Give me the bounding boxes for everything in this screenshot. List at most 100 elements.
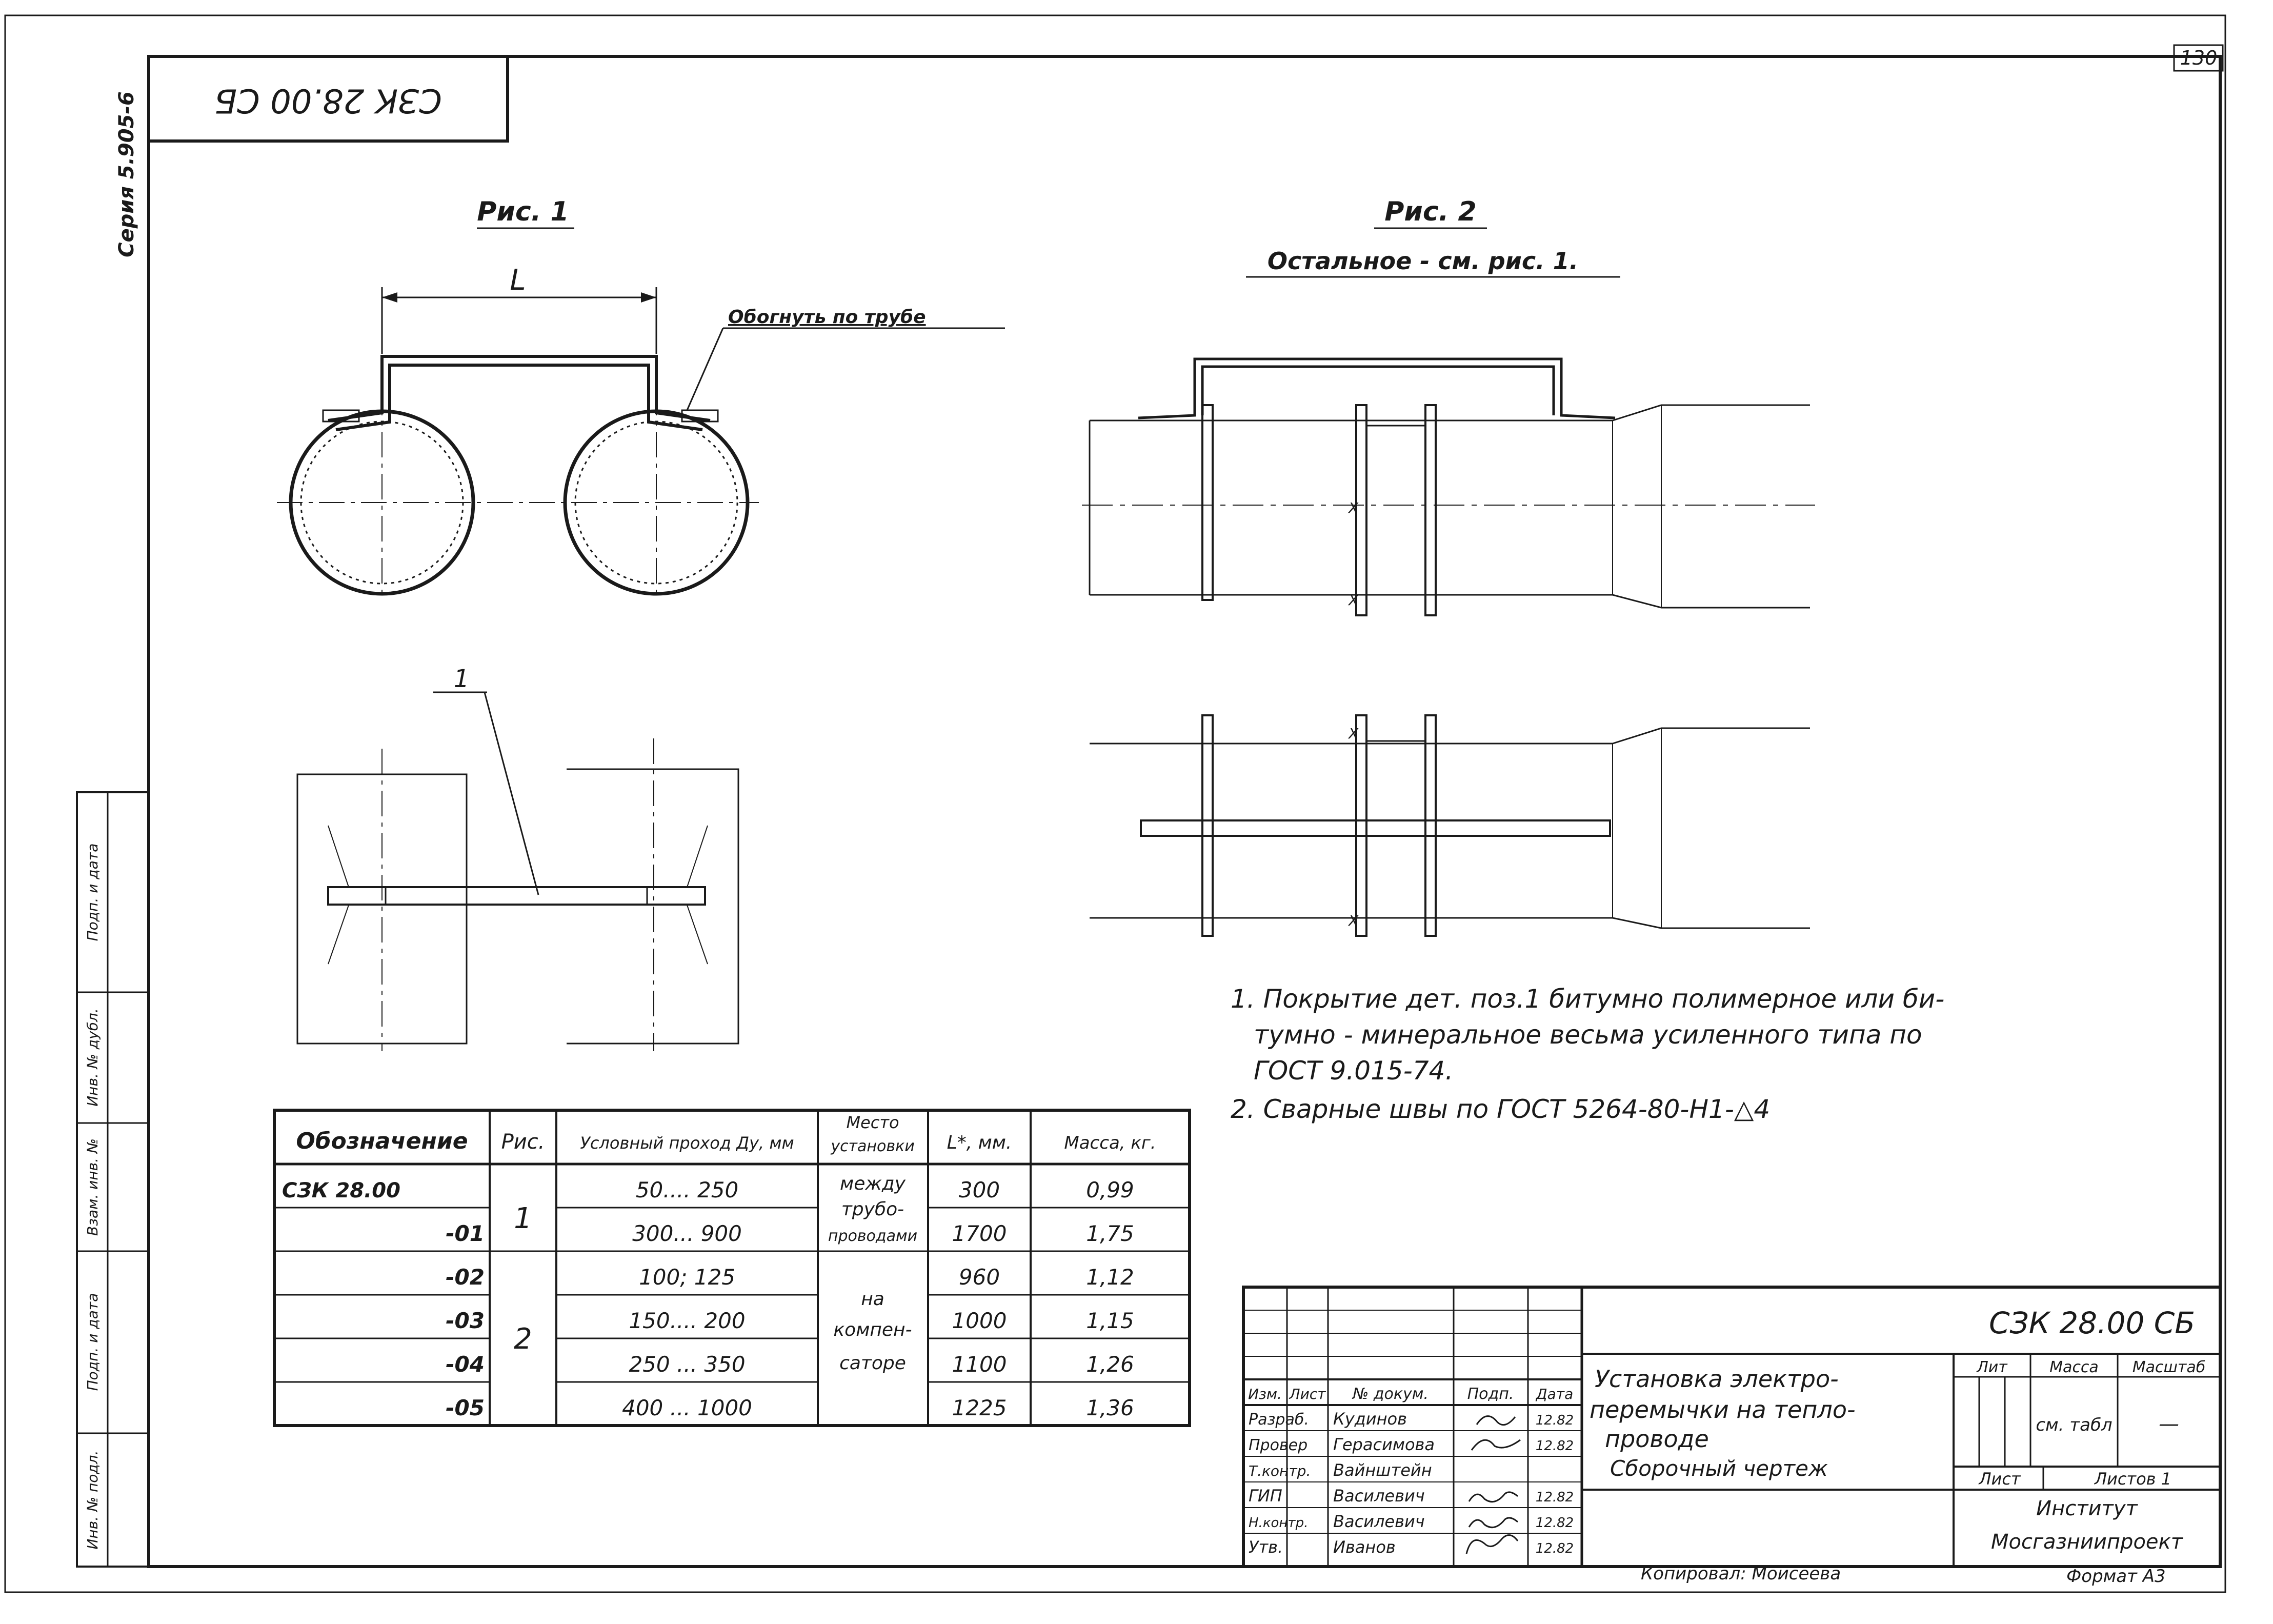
fig1-position: 1 xyxy=(454,665,470,693)
fig1-callout: Обогнуть по трубе xyxy=(728,307,926,328)
tb-title-line-2: перемычки на тепло- xyxy=(1590,1396,1856,1423)
cell-nominal-bore: 250 ... 350 xyxy=(629,1352,745,1377)
tb-signature xyxy=(1468,1491,1518,1503)
th-length: L*, мм. xyxy=(947,1132,1012,1153)
cell-place-1-line-1: между xyxy=(840,1173,906,1194)
table-row: -01 300... 900 1700 1,75 xyxy=(446,1221,1134,1246)
tb-staff-row: Утв. Иванов 12.82 xyxy=(1249,1534,1574,1557)
tb-subtitle: Сборочный чертеж xyxy=(1610,1456,1828,1481)
tb-org-line-2: Мосгазниипроект xyxy=(1991,1530,2184,1554)
tb-staff-row: Т.контр. Вайнштейн xyxy=(1249,1460,1432,1480)
th-fig: Рис. xyxy=(501,1130,545,1154)
clamp-bolt-mark: X xyxy=(1347,725,1359,742)
tb-staff-row: Н.контр. Василевич 12.82 xyxy=(1249,1512,1574,1531)
tb-date: 12.82 xyxy=(1536,1438,1574,1454)
side-stamp-dup-inv: Инв. № дубл. xyxy=(84,1008,101,1107)
tb-doc-code: СЗК 28.00 СБ xyxy=(1989,1306,2195,1340)
tb-sheet-label: Лист xyxy=(1978,1469,2021,1489)
page-number: 130 xyxy=(2180,47,2218,69)
notes: 1. Покрытие дет. поз.1 битумно полимерно… xyxy=(1231,984,1944,1124)
tb-name: Иванов xyxy=(1333,1537,1396,1557)
tb-hdr-sign: Подп. xyxy=(1467,1385,1514,1403)
tb-title-line-1: Установка электро- xyxy=(1595,1365,1839,1393)
cell-mass: 1,75 xyxy=(1086,1221,1134,1246)
side-stamp-sign-date-1: Подп. и дата xyxy=(84,844,101,941)
fig2-top-view: X X xyxy=(1082,357,1815,616)
inner-frame xyxy=(147,55,2222,1568)
clamp-bolt-mark: X xyxy=(1347,499,1359,516)
tb-title-line-3: проводе xyxy=(1605,1425,1709,1453)
cell-length: 1225 xyxy=(952,1395,1007,1420)
fig2-jumper xyxy=(1138,357,1616,419)
note-line-2: тумно - минеральное весьма усиленного ти… xyxy=(1254,1020,1922,1050)
tb-role: Провер xyxy=(1249,1436,1308,1454)
fig1-pipes-section: L Обогнуть по трубе xyxy=(277,264,1005,600)
cell-length: 1000 xyxy=(952,1308,1007,1333)
cell-fig-group-2: 2 xyxy=(514,1322,532,1356)
tb-name: Вайнштейн xyxy=(1333,1460,1432,1480)
tb-sheets-label: Листов 1 xyxy=(2094,1469,2171,1489)
tb-hdr-sheet: Лист xyxy=(1289,1386,1326,1402)
table-row: СЗК 28.00 50.... 250 300 0,99 xyxy=(282,1177,1134,1202)
tb-date: 12.82 xyxy=(1536,1490,1574,1505)
figure-1: Рис. 1 L Обогнуть по трубе xyxy=(277,196,1005,1051)
fig2-bottom-view: X X xyxy=(1090,714,1810,937)
th-designation: Обозначение xyxy=(296,1128,468,1154)
code-stamp: СЗК 28.00 СБ xyxy=(214,81,442,119)
cell-length: 300 xyxy=(959,1177,1000,1202)
table-row: -04 250 ... 350 1100 1,26 xyxy=(446,1352,1134,1377)
cell-place-2-line-2: компен- xyxy=(833,1319,912,1340)
page-number-box xyxy=(2173,44,2224,72)
table-row: -03 150.... 200 1000 1,15 xyxy=(446,1308,1134,1333)
tb-name: Герасимова xyxy=(1333,1435,1435,1454)
cell-designation: -05 xyxy=(446,1395,485,1420)
jumper-strap xyxy=(328,355,711,431)
data-table: Обозначение Рис. Условный проход Ду, мм … xyxy=(273,1109,1191,1427)
tb-name: Кудинов xyxy=(1333,1409,1407,1429)
tb-role: Н.контр. xyxy=(1249,1515,1308,1531)
code-stamp-box xyxy=(147,55,509,143)
tb-scale-label: Масштаб xyxy=(2133,1358,2206,1376)
clamp-bolt-mark: X xyxy=(1347,912,1359,929)
table-row: -05 400 ... 1000 1225 1,36 xyxy=(446,1395,1134,1420)
cell-designation: СЗК 28.00 xyxy=(282,1179,400,1202)
th-place-top: Место xyxy=(846,1113,899,1132)
cell-place-2-line-1: на xyxy=(861,1289,884,1310)
tb-date: 12.82 xyxy=(1536,1413,1574,1428)
format-label: Формат А3 xyxy=(2066,1566,2166,1587)
tb-date: 12.82 xyxy=(1536,1541,1574,1556)
tb-staff-row: Провер Герасимова 12.82 xyxy=(1249,1435,1574,1454)
cell-mass: 1,12 xyxy=(1086,1265,1134,1290)
note-line-1: 1. Покрытие дет. поз.1 битумно полимерно… xyxy=(1231,984,1944,1014)
cell-length: 960 xyxy=(959,1265,1000,1290)
tb-org-line-1: Институт xyxy=(2036,1497,2138,1520)
side-stamp-box xyxy=(76,791,150,1568)
cell-length: 1700 xyxy=(952,1221,1007,1246)
series-label: Серия 5.905-6 xyxy=(115,91,138,257)
tb-signature xyxy=(1476,1415,1516,1426)
fig2-title: Рис. 2 xyxy=(1384,196,1476,227)
cell-designation: -02 xyxy=(446,1265,485,1290)
cell-designation: -01 xyxy=(446,1221,485,1246)
tb-name: Василевич xyxy=(1333,1512,1425,1531)
clamp-bolt-mark: X xyxy=(1347,592,1359,609)
tb-hdr-date: Дата xyxy=(1535,1386,1574,1402)
title-block: Изм. Лист № докум. Подп. Дата Разраб. Ку… xyxy=(1242,1286,2222,1568)
fig1-strap-side xyxy=(327,886,706,906)
cell-nominal-bore: 400 ... 1000 xyxy=(622,1395,752,1420)
tb-lit-label: Лит xyxy=(1976,1358,2008,1376)
cell-length: 1100 xyxy=(952,1352,1007,1377)
tb-role: Утв. xyxy=(1249,1537,1283,1557)
figure-2: Рис. 2 Остальное - см. рис. 1. X X xyxy=(1082,196,1815,937)
outer-frame xyxy=(4,14,2226,1593)
cell-designation: -04 xyxy=(446,1352,485,1377)
cell-nominal-bore: 100; 125 xyxy=(639,1265,735,1290)
tb-name: Василевич xyxy=(1333,1486,1425,1506)
tb-role: Разраб. xyxy=(1249,1411,1309,1429)
tb-signature xyxy=(1471,1439,1521,1451)
th-nominal-bore: Условный проход Ду, мм xyxy=(580,1133,794,1153)
th-mass: Масса, кг. xyxy=(1064,1133,1156,1153)
cell-nominal-bore: 50.... 250 xyxy=(636,1177,738,1202)
note-line-4: 2. Сварные швы по ГОСТ 5264-80-Н1-△4 xyxy=(1231,1094,1770,1124)
fig2-strap-side xyxy=(1140,819,1611,837)
